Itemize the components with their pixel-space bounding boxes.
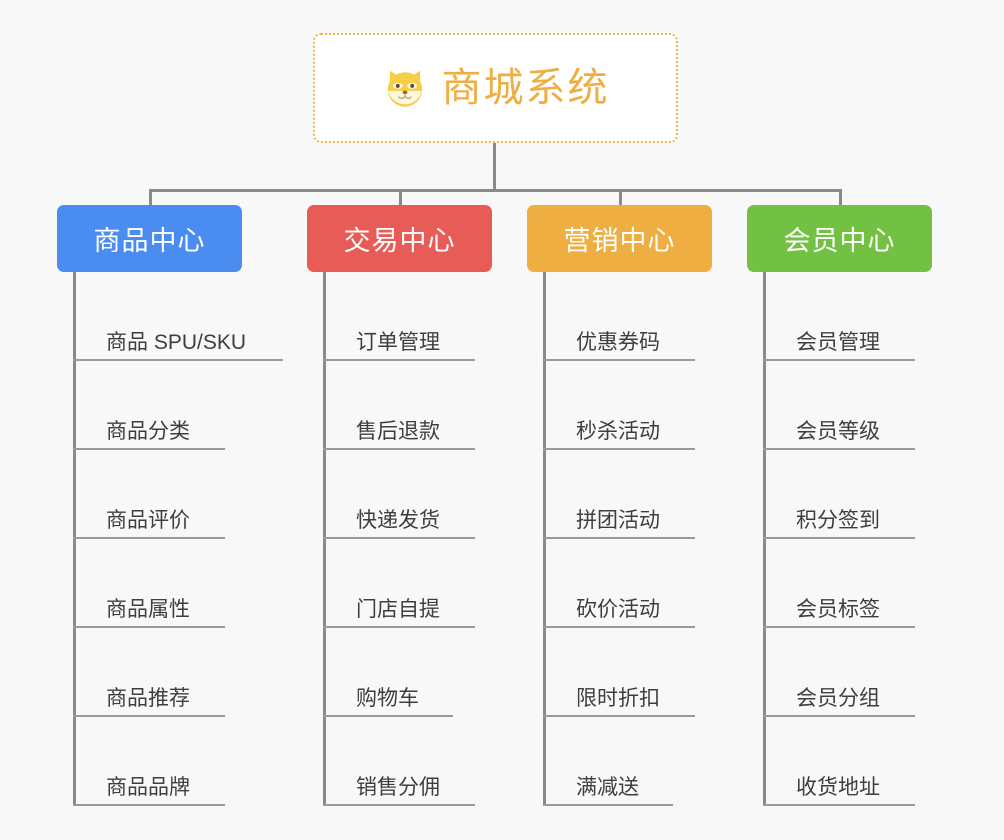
list-item-label: 会员等级 <box>796 420 880 443</box>
connector-drop-3 <box>839 189 842 208</box>
list-item[interactable]: 商品推荐 <box>73 628 233 717</box>
list-item[interactable]: 会员分组 <box>763 628 923 717</box>
list-item-underline <box>323 448 475 450</box>
list-item-underline <box>543 448 695 450</box>
list-item-underline <box>73 448 225 450</box>
category-box-2[interactable]: 交易中心 <box>307 205 492 272</box>
list-item-label: 商品推荐 <box>106 687 190 710</box>
category-column-1: 商品中心商品 SPU/SKU 商品分类商品评价商品属性商品推荐商品品牌 <box>57 205 283 806</box>
list-item-underline <box>323 537 475 539</box>
list-item-label: 限时折扣 <box>576 687 660 710</box>
list-item[interactable]: 购物车 <box>323 628 483 717</box>
list-item-label: 快递发货 <box>356 509 440 532</box>
list-item-label: 商品评价 <box>106 509 190 532</box>
list-item[interactable]: 销售分佣 <box>323 717 483 806</box>
list-item-underline <box>323 715 453 717</box>
root-title: 商城系统 <box>441 66 610 110</box>
category-column-3: 营销中心优惠券码秒杀活动拼团活动砍价活动限时折扣满减送 <box>527 205 712 806</box>
list-item-label: 门店自提 <box>356 598 440 621</box>
list-item-underline <box>323 626 475 628</box>
list-item-underline <box>543 804 673 806</box>
list-item-underline <box>543 626 695 628</box>
branch-line-4 <box>763 272 766 806</box>
category-box-1[interactable]: 商品中心 <box>57 205 242 272</box>
list-item-underline <box>763 537 915 539</box>
list-item-underline <box>763 448 915 450</box>
branch-line-3 <box>543 272 546 806</box>
list-item-underline <box>543 359 695 361</box>
list-item[interactable]: 商品分类 <box>73 361 233 450</box>
list-item[interactable]: 商品品牌 <box>73 717 233 806</box>
connector-stem <box>493 143 496 192</box>
shiba-dog-face-icon <box>387 70 422 107</box>
list-item-label: 砍价活动 <box>576 598 660 621</box>
branch-line-2 <box>323 272 326 806</box>
list-item[interactable]: 商品 SPU/SKU <box>73 272 283 361</box>
category-column-2: 交易中心订单管理售后退款快递发货门店自提购物车销售分佣 <box>307 205 492 806</box>
list-item-underline <box>763 359 915 361</box>
list-item-label: 售后退款 <box>356 420 440 443</box>
list-item-label: 满减送 <box>576 776 639 799</box>
category-box-3[interactable]: 营销中心 <box>527 205 712 272</box>
list-item[interactable]: 订单管理 <box>323 272 483 361</box>
connector-drop-2 <box>619 189 622 208</box>
list-item-label: 会员管理 <box>796 331 880 354</box>
list-item[interactable]: 满减送 <box>543 717 703 806</box>
list-item[interactable]: 收货地址 <box>763 717 923 806</box>
list-item-label: 商品属性 <box>106 598 190 621</box>
list-item-label: 销售分佣 <box>356 776 440 799</box>
list-item-underline <box>323 359 475 361</box>
list-item-label: 会员标签 <box>796 598 880 621</box>
connector-bar <box>149 189 842 192</box>
list-item-underline <box>73 715 225 717</box>
list-item[interactable]: 售后退款 <box>323 361 483 450</box>
list-item[interactable]: 积分签到 <box>763 450 923 539</box>
list-item[interactable]: 会员管理 <box>763 272 923 361</box>
root-node[interactable]: 商城系统 <box>313 33 678 143</box>
list-item-underline <box>763 804 915 806</box>
list-item[interactable]: 会员标签 <box>763 539 923 628</box>
list-item[interactable]: 商品评价 <box>73 450 233 539</box>
list-item-label: 积分签到 <box>796 509 880 532</box>
list-item-label: 优惠券码 <box>576 331 660 354</box>
list-item[interactable]: 拼团活动 <box>543 450 703 539</box>
list-item-label: 商品分类 <box>106 420 190 443</box>
list-item-underline <box>543 537 695 539</box>
list-item[interactable]: 限时折扣 <box>543 628 703 717</box>
list-item-label: 秒杀活动 <box>576 420 660 443</box>
list-item[interactable]: 门店自提 <box>323 539 483 628</box>
list-item-underline <box>73 626 225 628</box>
list-item-underline <box>73 537 225 539</box>
connector-drop-1 <box>399 189 402 208</box>
list-item-underline <box>73 359 283 361</box>
list-item-underline <box>73 804 225 806</box>
list-item-label: 会员分组 <box>796 687 880 710</box>
list-item-underline <box>763 626 915 628</box>
list-item[interactable]: 优惠券码 <box>543 272 703 361</box>
connector-drop-0 <box>149 189 152 208</box>
branch-line-1 <box>73 272 76 806</box>
category-column-4: 会员中心会员管理会员等级积分签到会员标签会员分组收货地址 <box>747 205 932 806</box>
list-item[interactable]: 快递发货 <box>323 450 483 539</box>
list-item-label: 订单管理 <box>356 331 440 354</box>
list-item-label: 拼团活动 <box>576 509 660 532</box>
list-item-underline <box>543 715 695 717</box>
list-item[interactable]: 商品属性 <box>73 539 233 628</box>
list-item-label: 商品 SPU/SKU <box>106 331 247 354</box>
list-item-underline <box>323 804 475 806</box>
list-item-label: 购物车 <box>356 687 419 710</box>
list-item-label: 收货地址 <box>796 776 880 799</box>
category-box-4[interactable]: 会员中心 <box>747 205 932 272</box>
list-item[interactable]: 秒杀活动 <box>543 361 703 450</box>
list-item-label: 商品品牌 <box>106 776 190 799</box>
list-item[interactable]: 会员等级 <box>763 361 923 450</box>
list-item-underline <box>763 715 915 717</box>
list-item[interactable]: 砍价活动 <box>543 539 703 628</box>
